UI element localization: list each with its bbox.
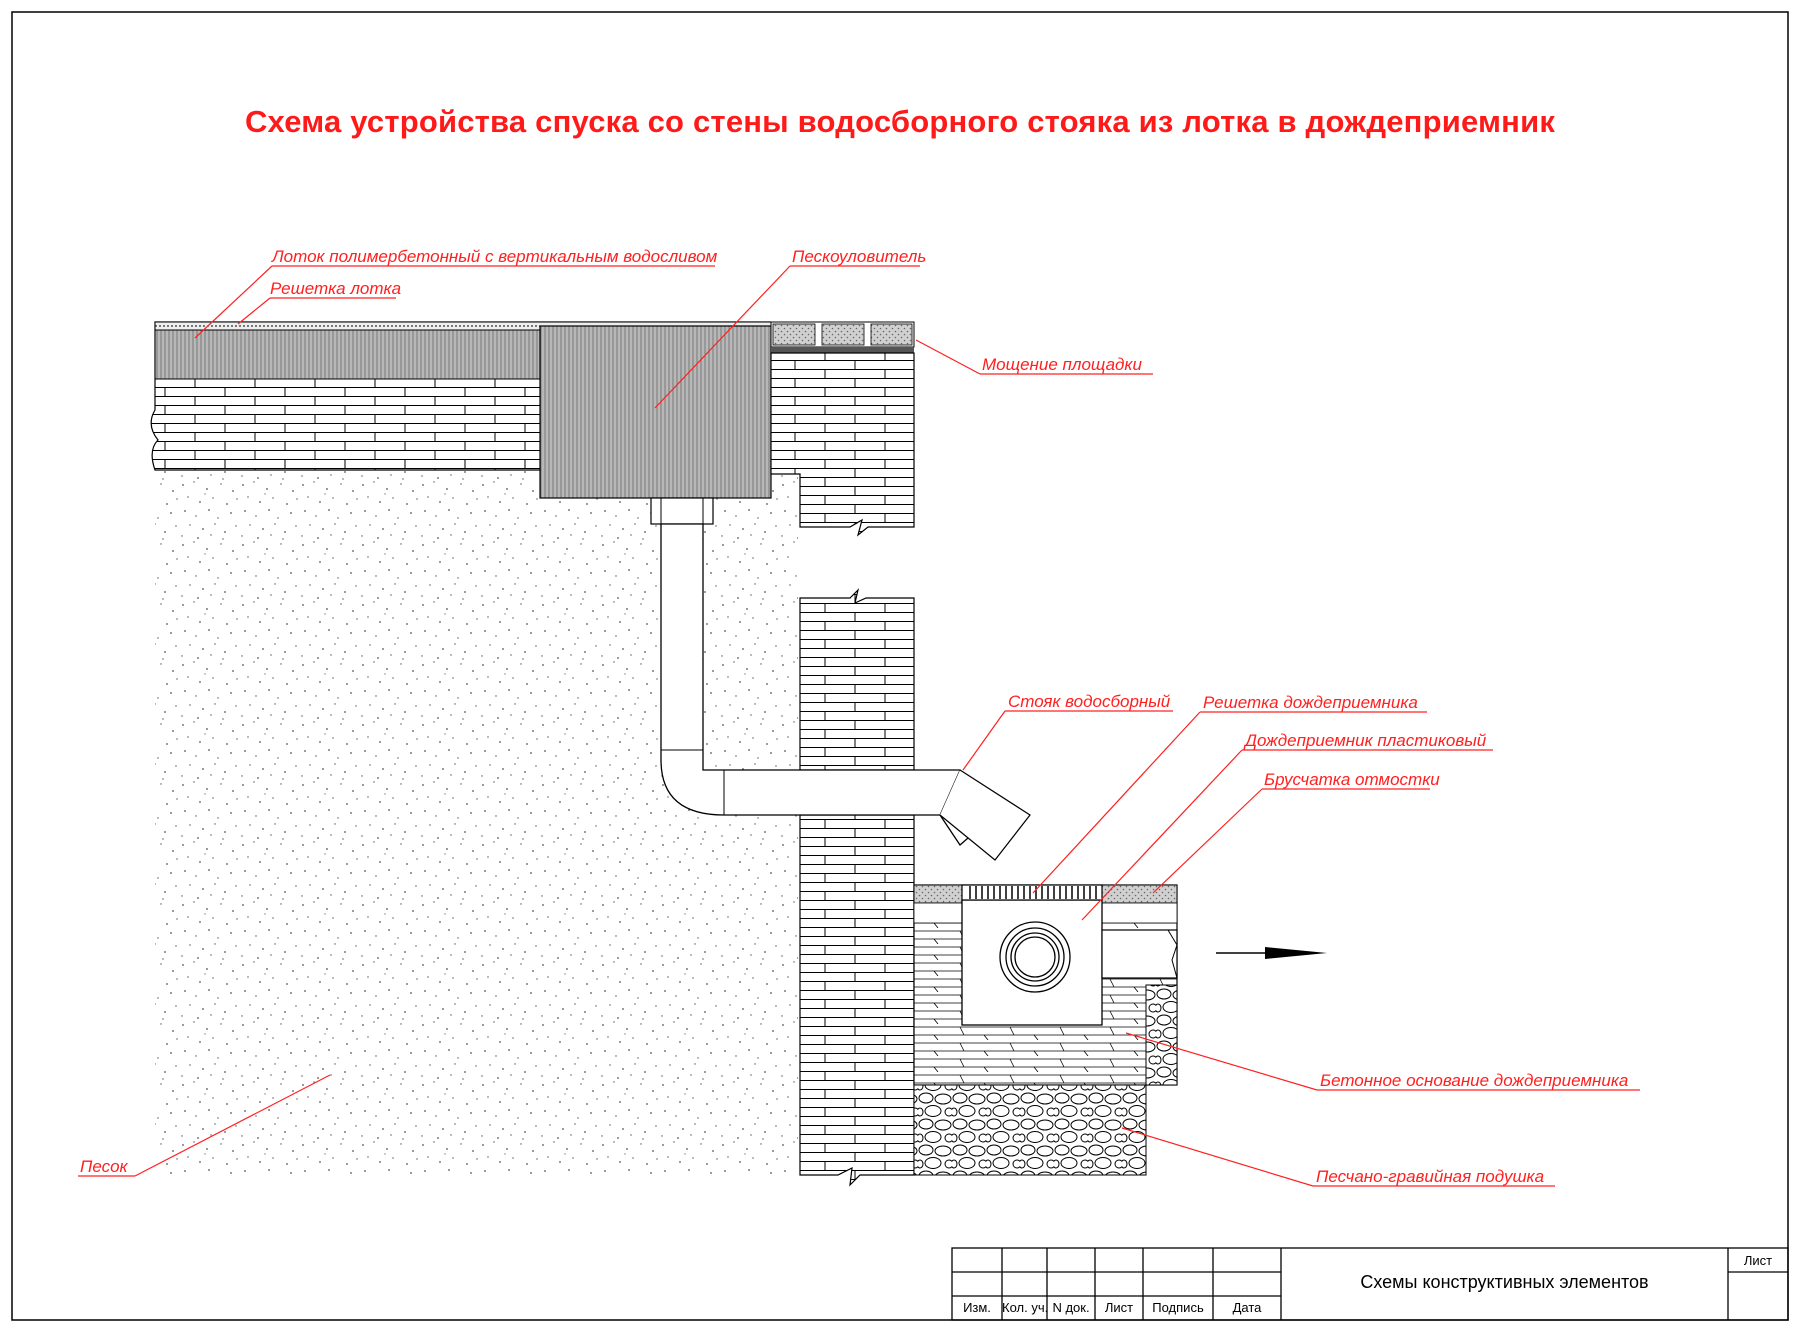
title-block-col-count: Кол. уч. xyxy=(1002,1300,1049,1315)
label-sand-trap: Пескоуловитель xyxy=(792,247,927,266)
inlet-grate xyxy=(961,884,1103,901)
title-block xyxy=(951,1247,1789,1321)
label-paving-stones: Брусчатка отмостки xyxy=(1264,770,1440,789)
title-block-sheet: Лист xyxy=(1743,1253,1773,1268)
label-inlet-grate: Решетка дождеприемника xyxy=(1203,693,1418,712)
inlet-outlet-ring xyxy=(999,921,1071,993)
plastic-inlet xyxy=(961,899,1103,1026)
title-block-col-change: Изм. xyxy=(963,1300,991,1315)
sheet-frame xyxy=(11,11,1789,1321)
paving-stones-right xyxy=(1101,884,1178,904)
wall-lower xyxy=(799,588,915,771)
label-gravel-bed: Песчано-гравийная подушка xyxy=(1316,1167,1545,1186)
pipe-coupling xyxy=(650,497,714,525)
wall-upper xyxy=(770,352,915,537)
title-block-col-doc: N док. xyxy=(1052,1300,1090,1315)
gravel-bed xyxy=(913,1084,1147,1176)
wall-base xyxy=(799,814,915,1187)
label-downpipe: Стояк водосборный xyxy=(1008,692,1171,711)
title-block-col-date: Дата xyxy=(1232,1300,1262,1315)
trough-body xyxy=(154,321,541,380)
flow-arrow xyxy=(1216,947,1327,959)
paving-stones-left xyxy=(913,884,963,904)
label-paving: Мощение площадки xyxy=(982,355,1142,374)
title-block-sheet-title: Схемы конструктивных элементов xyxy=(1360,1272,1649,1292)
label-concrete-base: Бетонное основание дождеприемника xyxy=(1320,1071,1629,1090)
sand-trap-body xyxy=(539,325,772,499)
leader-lines xyxy=(78,265,1640,1187)
title-block-col-signature: Подпись xyxy=(1152,1300,1204,1315)
outlet-pipe xyxy=(1101,929,1178,979)
label-trough: Лоток полимербетонный с вертикальным вод… xyxy=(272,247,718,266)
title-block-col-sheet: Лист xyxy=(1104,1300,1134,1315)
drawing-title: Схема устройства спуска со стены водосбо… xyxy=(244,104,1556,139)
label-plastic-inlet: Дождеприемник пластиковый xyxy=(1245,731,1487,750)
label-sand: Песок xyxy=(80,1157,128,1176)
label-trough-grate: Решетка лотка xyxy=(270,279,402,298)
